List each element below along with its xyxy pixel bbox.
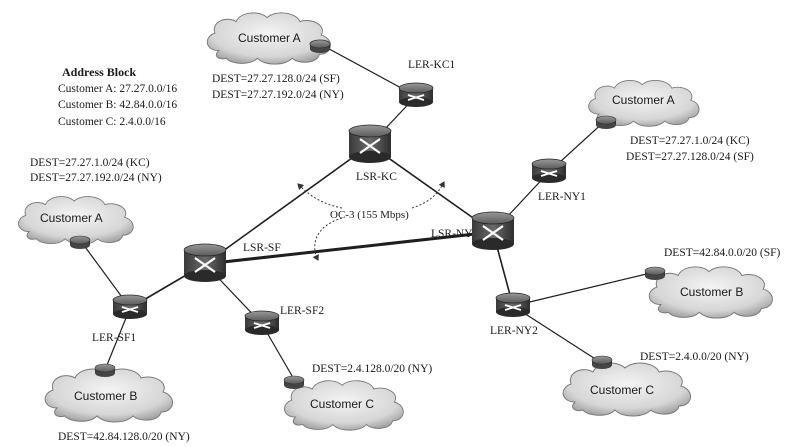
router-ler-sf2-icon bbox=[244, 310, 280, 335]
address-block-title: Address Block bbox=[62, 65, 136, 79]
cloud-customer-b-left: Customer B bbox=[44, 368, 174, 423]
cloud-label: Customer C bbox=[590, 383, 654, 397]
oc3-annotation-arrows bbox=[297, 181, 445, 261]
cloud-label: Customer A bbox=[612, 93, 675, 107]
cloud-label: Customer B bbox=[74, 389, 137, 403]
dest-label: DEST=27.27.1.0/24 (KC) bbox=[30, 157, 150, 169]
node-label-ler-kc1: LER-KC1 bbox=[408, 59, 456, 71]
ce-router-icon bbox=[595, 115, 617, 129]
cloud-customer-a-right: Customer A bbox=[588, 79, 700, 127]
node-label-ler-ny2: LER-NY2 bbox=[490, 325, 538, 337]
dest-annotations: DEST=27.27.128.0/24 (SF) DEST=27.27.192.… bbox=[30, 73, 781, 443]
cloud-customer-a-top: Customer A bbox=[206, 12, 331, 65]
cloud-customer-c-mid: Customer C bbox=[283, 380, 404, 431]
link-ny2-custB bbox=[512, 271, 656, 307]
ce-routers bbox=[69, 39, 666, 389]
ce-router-icon bbox=[309, 39, 331, 53]
dest-label: DEST=27.27.128.0/24 (SF) bbox=[212, 73, 340, 85]
dest-label: DEST=27.27.128.0/24 (SF) bbox=[626, 151, 754, 163]
dest-label: DEST=27.27.192.0/24 (NY) bbox=[212, 89, 344, 101]
node-label-lsr-kc: LSR-KC bbox=[356, 171, 397, 183]
node-label-ler-sf1: LER-SF1 bbox=[92, 332, 136, 344]
router-lsr-kc-icon bbox=[348, 124, 392, 163]
router-ler-ny1-icon bbox=[531, 158, 567, 183]
dest-label: DEST=2.4.128.0/20 (NY) bbox=[312, 363, 432, 375]
cloud-label: Customer A bbox=[40, 211, 103, 225]
node-label-lsr-sf: LSR-SF bbox=[243, 242, 281, 254]
router-ler-kc1-icon bbox=[398, 82, 434, 107]
node-label-ler-sf2: LER-SF2 bbox=[280, 305, 324, 317]
router-ler-sf1-icon bbox=[112, 294, 148, 319]
node-labels: LER-KC1 LSR-KC LER-NY1 LSR-NY LSR-SF LER… bbox=[92, 59, 586, 344]
link-sf-ny bbox=[204, 230, 494, 266]
link-sf-kc bbox=[204, 144, 371, 265]
ce-router-icon bbox=[94, 363, 116, 377]
node-label-ler-ny1: LER-NY1 bbox=[538, 191, 586, 203]
address-block: Address Block Customer A: 27.27.0.0/16 C… bbox=[58, 65, 177, 128]
cloud-customer-c-right: Customer C bbox=[562, 362, 692, 417]
router-lsr-ny-icon bbox=[471, 211, 515, 250]
link-ny2-custC bbox=[512, 305, 601, 363]
dest-label: DEST=27.27.1.0/24 (KC) bbox=[630, 135, 750, 147]
ce-router-icon bbox=[591, 355, 613, 369]
link-label-oc3: OC-3 (155 Mbps) bbox=[330, 209, 409, 221]
ce-router-icon bbox=[283, 375, 305, 389]
ce-router-icon bbox=[69, 235, 91, 249]
cloud-label: Customer C bbox=[310, 397, 374, 411]
node-label-lsr-ny: LSR-NY bbox=[431, 228, 473, 240]
dest-label: DEST=2.4.0.0/20 (NY) bbox=[640, 351, 749, 363]
address-line: Customer A: 27.27.0.0/16 bbox=[58, 83, 177, 95]
dest-label: DEST=42.84.128.0/20 (NY) bbox=[58, 431, 190, 443]
address-line: Customer C: 2.4.0.0/16 bbox=[58, 116, 166, 128]
cloud-customer-a-left: Customer A bbox=[18, 196, 134, 245]
router-ler-ny2-icon bbox=[495, 292, 531, 317]
dest-label: DEST=42.84.0.0/20 (SF) bbox=[664, 247, 781, 259]
address-line: Customer B: 42.84.0.0/16 bbox=[58, 99, 177, 111]
dest-label: DEST=27.27.192.0/24 (NY) bbox=[30, 172, 162, 184]
cloud-label: Customer B bbox=[680, 285, 743, 299]
ce-router-icon bbox=[644, 266, 666, 280]
cloud-customer-b-right: Customer B bbox=[648, 266, 773, 319]
cloud-label: Customer A bbox=[238, 31, 301, 45]
router-lsr-sf-icon bbox=[183, 243, 227, 282]
